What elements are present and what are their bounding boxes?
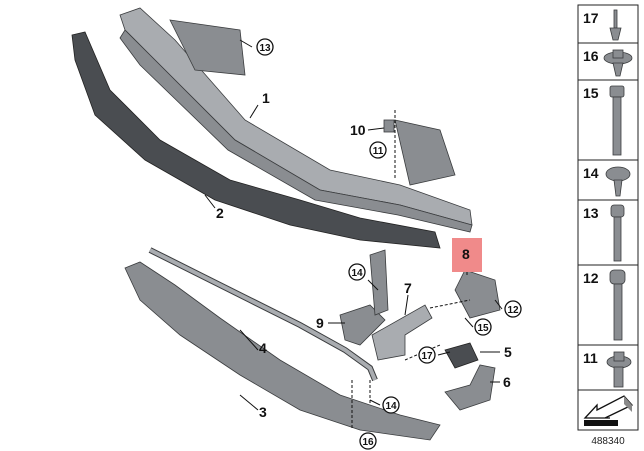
- callout-11: 11: [369, 141, 387, 159]
- svg-text:15: 15: [583, 85, 599, 101]
- svg-text:12: 12: [507, 305, 519, 316]
- svg-text:16: 16: [583, 48, 599, 64]
- fastener-15[interactable]: 15: [577, 79, 639, 161]
- callout-12: 12: [504, 300, 522, 318]
- callout-5: 5: [504, 344, 512, 360]
- part-4-rail[interactable]: [148, 247, 378, 382]
- fastener-panel: 17 16 15 14 13 12 11: [577, 4, 639, 447]
- svg-text:17: 17: [421, 351, 433, 362]
- callout-13: 13: [256, 38, 274, 56]
- callout-17: 17: [418, 346, 436, 364]
- callout-9: 9: [316, 315, 324, 331]
- part-1-bumper-carrier[interactable]: [119, 7, 473, 233]
- callout-15: 15: [474, 318, 492, 336]
- callout-8-highlighted[interactable]: 8: [452, 238, 482, 272]
- callout-4: 4: [259, 340, 267, 356]
- fastener-16[interactable]: 16: [577, 42, 639, 81]
- svg-text:14: 14: [351, 268, 363, 279]
- part-8-bracket[interactable]: [454, 269, 501, 319]
- part-6-pad[interactable]: [444, 364, 496, 411]
- svg-text:15: 15: [477, 323, 489, 334]
- callout-10: 10: [350, 122, 366, 138]
- diagram-number: 488340: [591, 436, 625, 447]
- callout-7: 7: [404, 280, 412, 296]
- svg-text:12: 12: [583, 270, 599, 286]
- fastener-14[interactable]: 14: [577, 159, 639, 201]
- callout-14-upper: 14: [348, 263, 366, 281]
- part-5-pad[interactable]: [444, 342, 479, 369]
- fastener-17[interactable]: 17: [577, 4, 639, 44]
- callout-16: 16: [359, 432, 377, 450]
- part-9-bracket[interactable]: [339, 249, 389, 346]
- svg-text:14: 14: [385, 401, 397, 412]
- part-10-clip[interactable]: [383, 119, 395, 133]
- svg-text:16: 16: [362, 437, 374, 448]
- svg-text:14: 14: [583, 165, 599, 181]
- svg-text:11: 11: [373, 146, 384, 157]
- svg-text:8: 8: [462, 246, 470, 262]
- arrow-front-left-icon: [577, 389, 639, 431]
- callout-6: 6: [503, 374, 511, 390]
- callout-2: 2: [216, 205, 224, 221]
- fastener-12[interactable]: 12: [577, 264, 639, 346]
- part-3-lower-trim[interactable]: [124, 261, 441, 441]
- part-7-bracket[interactable]: [371, 304, 433, 361]
- callout-3: 3: [259, 404, 267, 420]
- svg-text:11: 11: [583, 350, 598, 366]
- svg-text:17: 17: [583, 10, 599, 26]
- callout-14-lower: 14: [382, 396, 400, 414]
- svg-text:13: 13: [583, 205, 599, 221]
- svg-text:13: 13: [259, 43, 271, 54]
- fastener-11[interactable]: 11: [577, 344, 639, 391]
- part-2-absorber[interactable]: [71, 31, 441, 249]
- fastener-13[interactable]: 13: [577, 199, 639, 266]
- callout-1: 1: [262, 90, 270, 106]
